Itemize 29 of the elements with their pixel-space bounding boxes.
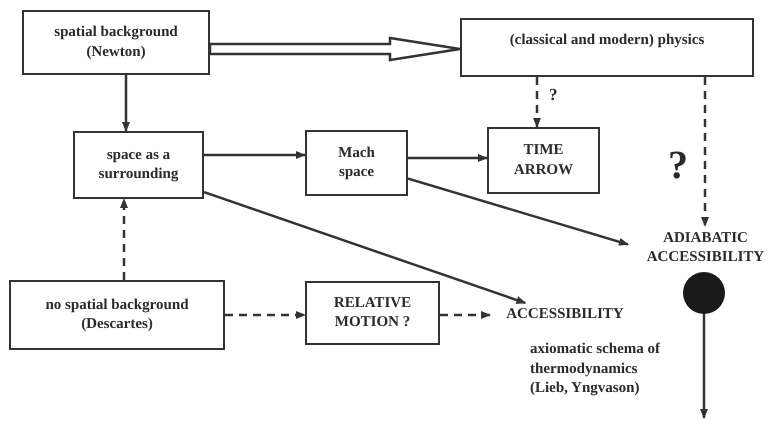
hollow-arrow — [208, 36, 462, 62]
arrow — [440, 311, 491, 319]
node-text: no spatial background (Descartes) — [44, 296, 190, 334]
node-text: Mach space — [337, 144, 376, 182]
process-box — [9, 280, 225, 350]
node-text: space as a surrounding — [98, 146, 180, 184]
arrow — [204, 151, 306, 159]
node-text: RELATIVE MOTION ? — [332, 294, 412, 332]
node-text: ACCESSIBILITY — [506, 305, 624, 324]
node-text: ADIABATIC ACCESSIBILITY — [646, 228, 766, 267]
arrow — [700, 314, 708, 419]
arrow — [122, 75, 130, 132]
arrow — [204, 190, 526, 304]
process-box — [73, 131, 204, 199]
arrow — [701, 77, 709, 227]
arrow — [408, 154, 488, 162]
arrow — [225, 311, 306, 319]
arrow — [533, 77, 541, 128]
node-text: (classical and modern) physics — [510, 30, 704, 50]
dot — [683, 272, 725, 314]
arrow — [120, 198, 128, 280]
process-box — [487, 127, 600, 194]
process-box — [460, 18, 754, 77]
process-box — [305, 130, 408, 196]
process-box — [305, 281, 440, 345]
node-text: TIME ARROW — [512, 141, 574, 180]
process-box — [22, 10, 210, 75]
node-text: spatial background (Newton) — [53, 23, 179, 62]
arrow — [408, 177, 629, 246]
